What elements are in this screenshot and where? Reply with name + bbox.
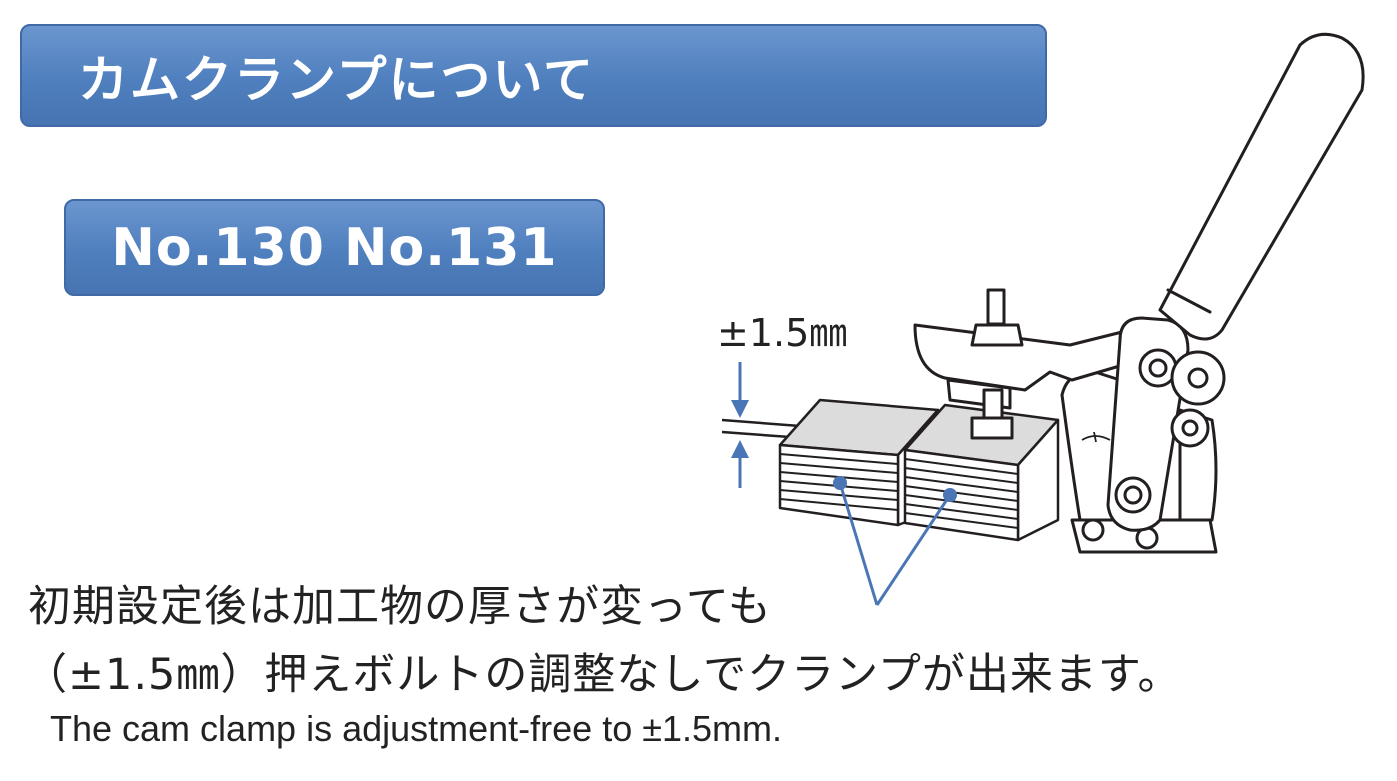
clamp-body <box>913 32 1365 554</box>
thickness-reference-lines <box>721 418 801 439</box>
workpiece-pointer-dots <box>833 476 957 502</box>
workpiece-pointer-lines <box>838 482 952 606</box>
tolerance-arrows <box>731 362 749 488</box>
rotation-marker <box>1081 431 1111 443</box>
description-english: The cam clamp is adjustment-free to ±1.5… <box>50 708 783 749</box>
cam-clamp-illustration <box>721 32 1365 606</box>
model-numbers: No.130 No.131 <box>111 217 558 278</box>
page-title: カムクランプについて <box>78 50 595 109</box>
title-banner: カムクランプについて <box>20 24 1047 127</box>
tolerance-label: ±1.5㎜ <box>717 311 848 355</box>
description-japanese-line-1: 初期設定後は加工物の厚さが変っても <box>28 582 772 632</box>
description-japanese-line-2: （±1.5㎜）押えボルトの調整なしでクランプが出来ます。 <box>24 650 1182 700</box>
model-number-banner: No.130 No.131 <box>64 199 605 296</box>
